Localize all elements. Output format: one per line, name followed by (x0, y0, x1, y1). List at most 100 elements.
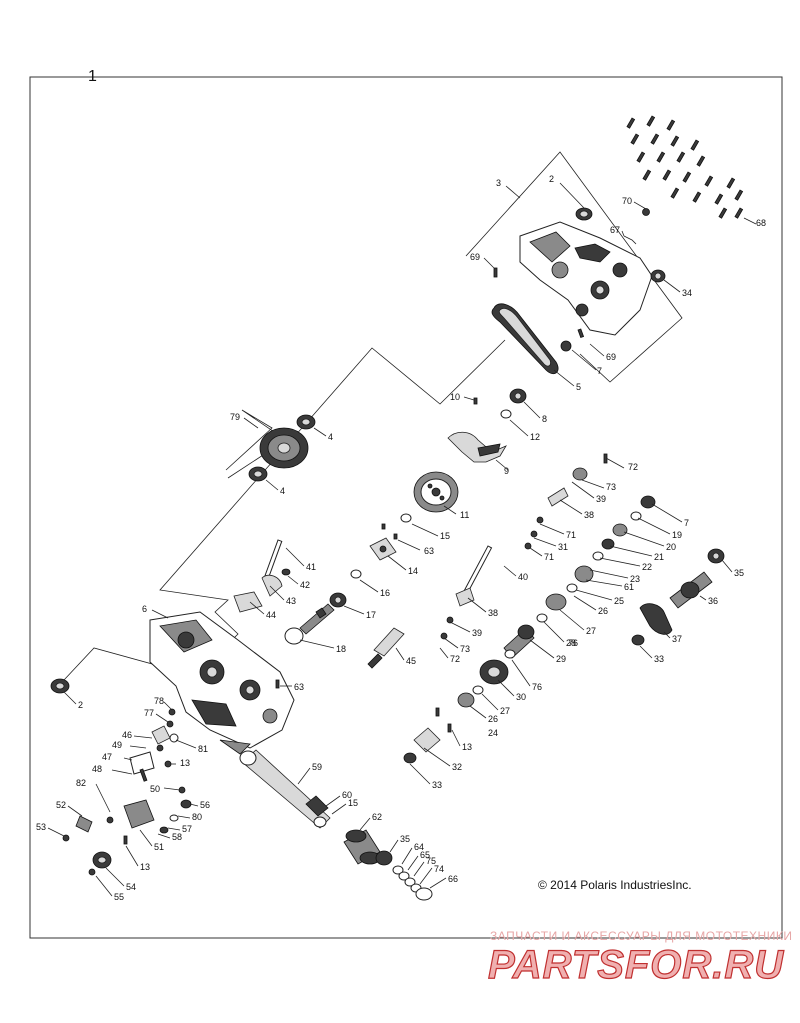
washer-42 (281, 568, 291, 576)
diagram-frame (29, 76, 783, 939)
callout: 82 (76, 778, 86, 788)
callout: 62 (372, 812, 382, 822)
callout: 51 (154, 842, 164, 852)
callout: 73 (460, 644, 470, 654)
callout: 70 (622, 196, 632, 206)
callout: 56 (200, 800, 210, 810)
callout: 49 (112, 740, 122, 750)
callout: 5 (576, 382, 581, 392)
shift-drum-45 (367, 627, 405, 669)
group-outline-main (63, 339, 506, 681)
callout: 2 (78, 700, 83, 710)
callout: 39 (472, 628, 482, 638)
callout: 15 (440, 531, 450, 541)
bracket-14 (369, 537, 397, 561)
rod-41 (263, 539, 283, 580)
ring-15-upper (400, 513, 412, 523)
callout: 9 (504, 466, 509, 476)
callout: 66 (448, 874, 458, 884)
callout: 48 (92, 764, 102, 774)
callout: 11 (460, 510, 469, 520)
gear-79 (259, 427, 309, 469)
callout: 37 (672, 634, 682, 644)
bolt-69-top (493, 267, 498, 278)
leader-lines (47, 182, 757, 897)
bolt-63-lower (275, 679, 280, 689)
callout: 64 (414, 842, 424, 852)
callout: 76 (568, 638, 578, 648)
callout: 27 (586, 626, 596, 636)
bolt-69-lower (577, 328, 585, 339)
fork-43 (261, 574, 283, 597)
callout: 42 (300, 580, 310, 590)
callout: 80 (192, 812, 202, 822)
callout: 69 (470, 252, 480, 262)
callout: 35 (400, 834, 410, 844)
watermark-tagline: ЗАПЧАСТИ И АКСЕССУАРЫ ДЛЯ МОТОТЕХНИКИ (490, 929, 792, 943)
bolt-cluster (626, 115, 744, 219)
fork-44 (233, 591, 263, 613)
ring-16 (350, 569, 362, 579)
callout: 55 (114, 892, 124, 902)
callout: 24 (488, 728, 498, 738)
callout: 41 (306, 562, 316, 572)
callout: 20 (666, 542, 676, 552)
bearing-35-lower (375, 850, 393, 866)
callout-labels: 2 3 70 67 68 69 34 69 7 5 10 8 12 9 79 4… (36, 174, 766, 902)
callout: 10 (450, 392, 460, 402)
callout: 61 (624, 582, 634, 592)
gear-11 (413, 471, 459, 513)
callout: 38 (488, 608, 498, 618)
ring-15-lower (313, 816, 327, 828)
washer-stack-64-66 (392, 865, 433, 901)
callout: 26 (488, 714, 498, 724)
callout: 43 (286, 596, 296, 606)
callout: 32 (452, 762, 462, 772)
callout: 52 (56, 800, 66, 810)
countershaft-assembly (403, 495, 656, 764)
callout: 36 (708, 596, 718, 606)
callout: 12 (530, 432, 540, 442)
callout: 33 (432, 780, 442, 790)
callout: 4 (328, 432, 333, 442)
callout: 31 (558, 542, 568, 552)
sheet-number: 1 (88, 68, 97, 85)
group-outline-cover (465, 151, 683, 383)
coupler-62 (343, 829, 381, 865)
callout: 63 (294, 682, 304, 692)
callout: 13 (140, 862, 150, 872)
callout: 6 (142, 604, 147, 614)
callout: 81 (198, 744, 208, 754)
callout: 4 (280, 486, 285, 496)
callout: 7 (597, 366, 602, 376)
callout: 33 (654, 654, 664, 664)
nut-70 (642, 208, 650, 216)
callout: 68 (756, 218, 766, 228)
callout: 13 (462, 742, 472, 752)
callout: 34 (682, 288, 692, 298)
callout: 23 (630, 574, 640, 584)
bearing-7-top (560, 340, 572, 352)
callout: 74 (434, 864, 444, 874)
callout: 17 (366, 610, 376, 620)
transmission-cover (519, 221, 653, 336)
main-gearcase (149, 611, 295, 755)
drive-shaft-36 (631, 548, 725, 646)
callout: 78 (154, 696, 164, 706)
callout: 19 (672, 530, 682, 540)
callout: 2 (549, 174, 554, 184)
callout: 47 (102, 752, 112, 762)
callout: 57 (182, 824, 192, 834)
callout: 76 (532, 682, 542, 692)
callout: 7 (684, 518, 689, 528)
watermark-logo: PARTSFOR.RU (488, 943, 784, 987)
callout: 65 (420, 850, 430, 860)
callout: 53 (36, 822, 46, 832)
callout: 25 (614, 596, 624, 606)
callout: 16 (380, 588, 390, 598)
washer-12 (500, 409, 512, 419)
right-shaft-assembly (440, 453, 608, 640)
callout: 21 (654, 552, 664, 562)
callout: 44 (266, 610, 276, 620)
clip-67 (623, 235, 637, 245)
